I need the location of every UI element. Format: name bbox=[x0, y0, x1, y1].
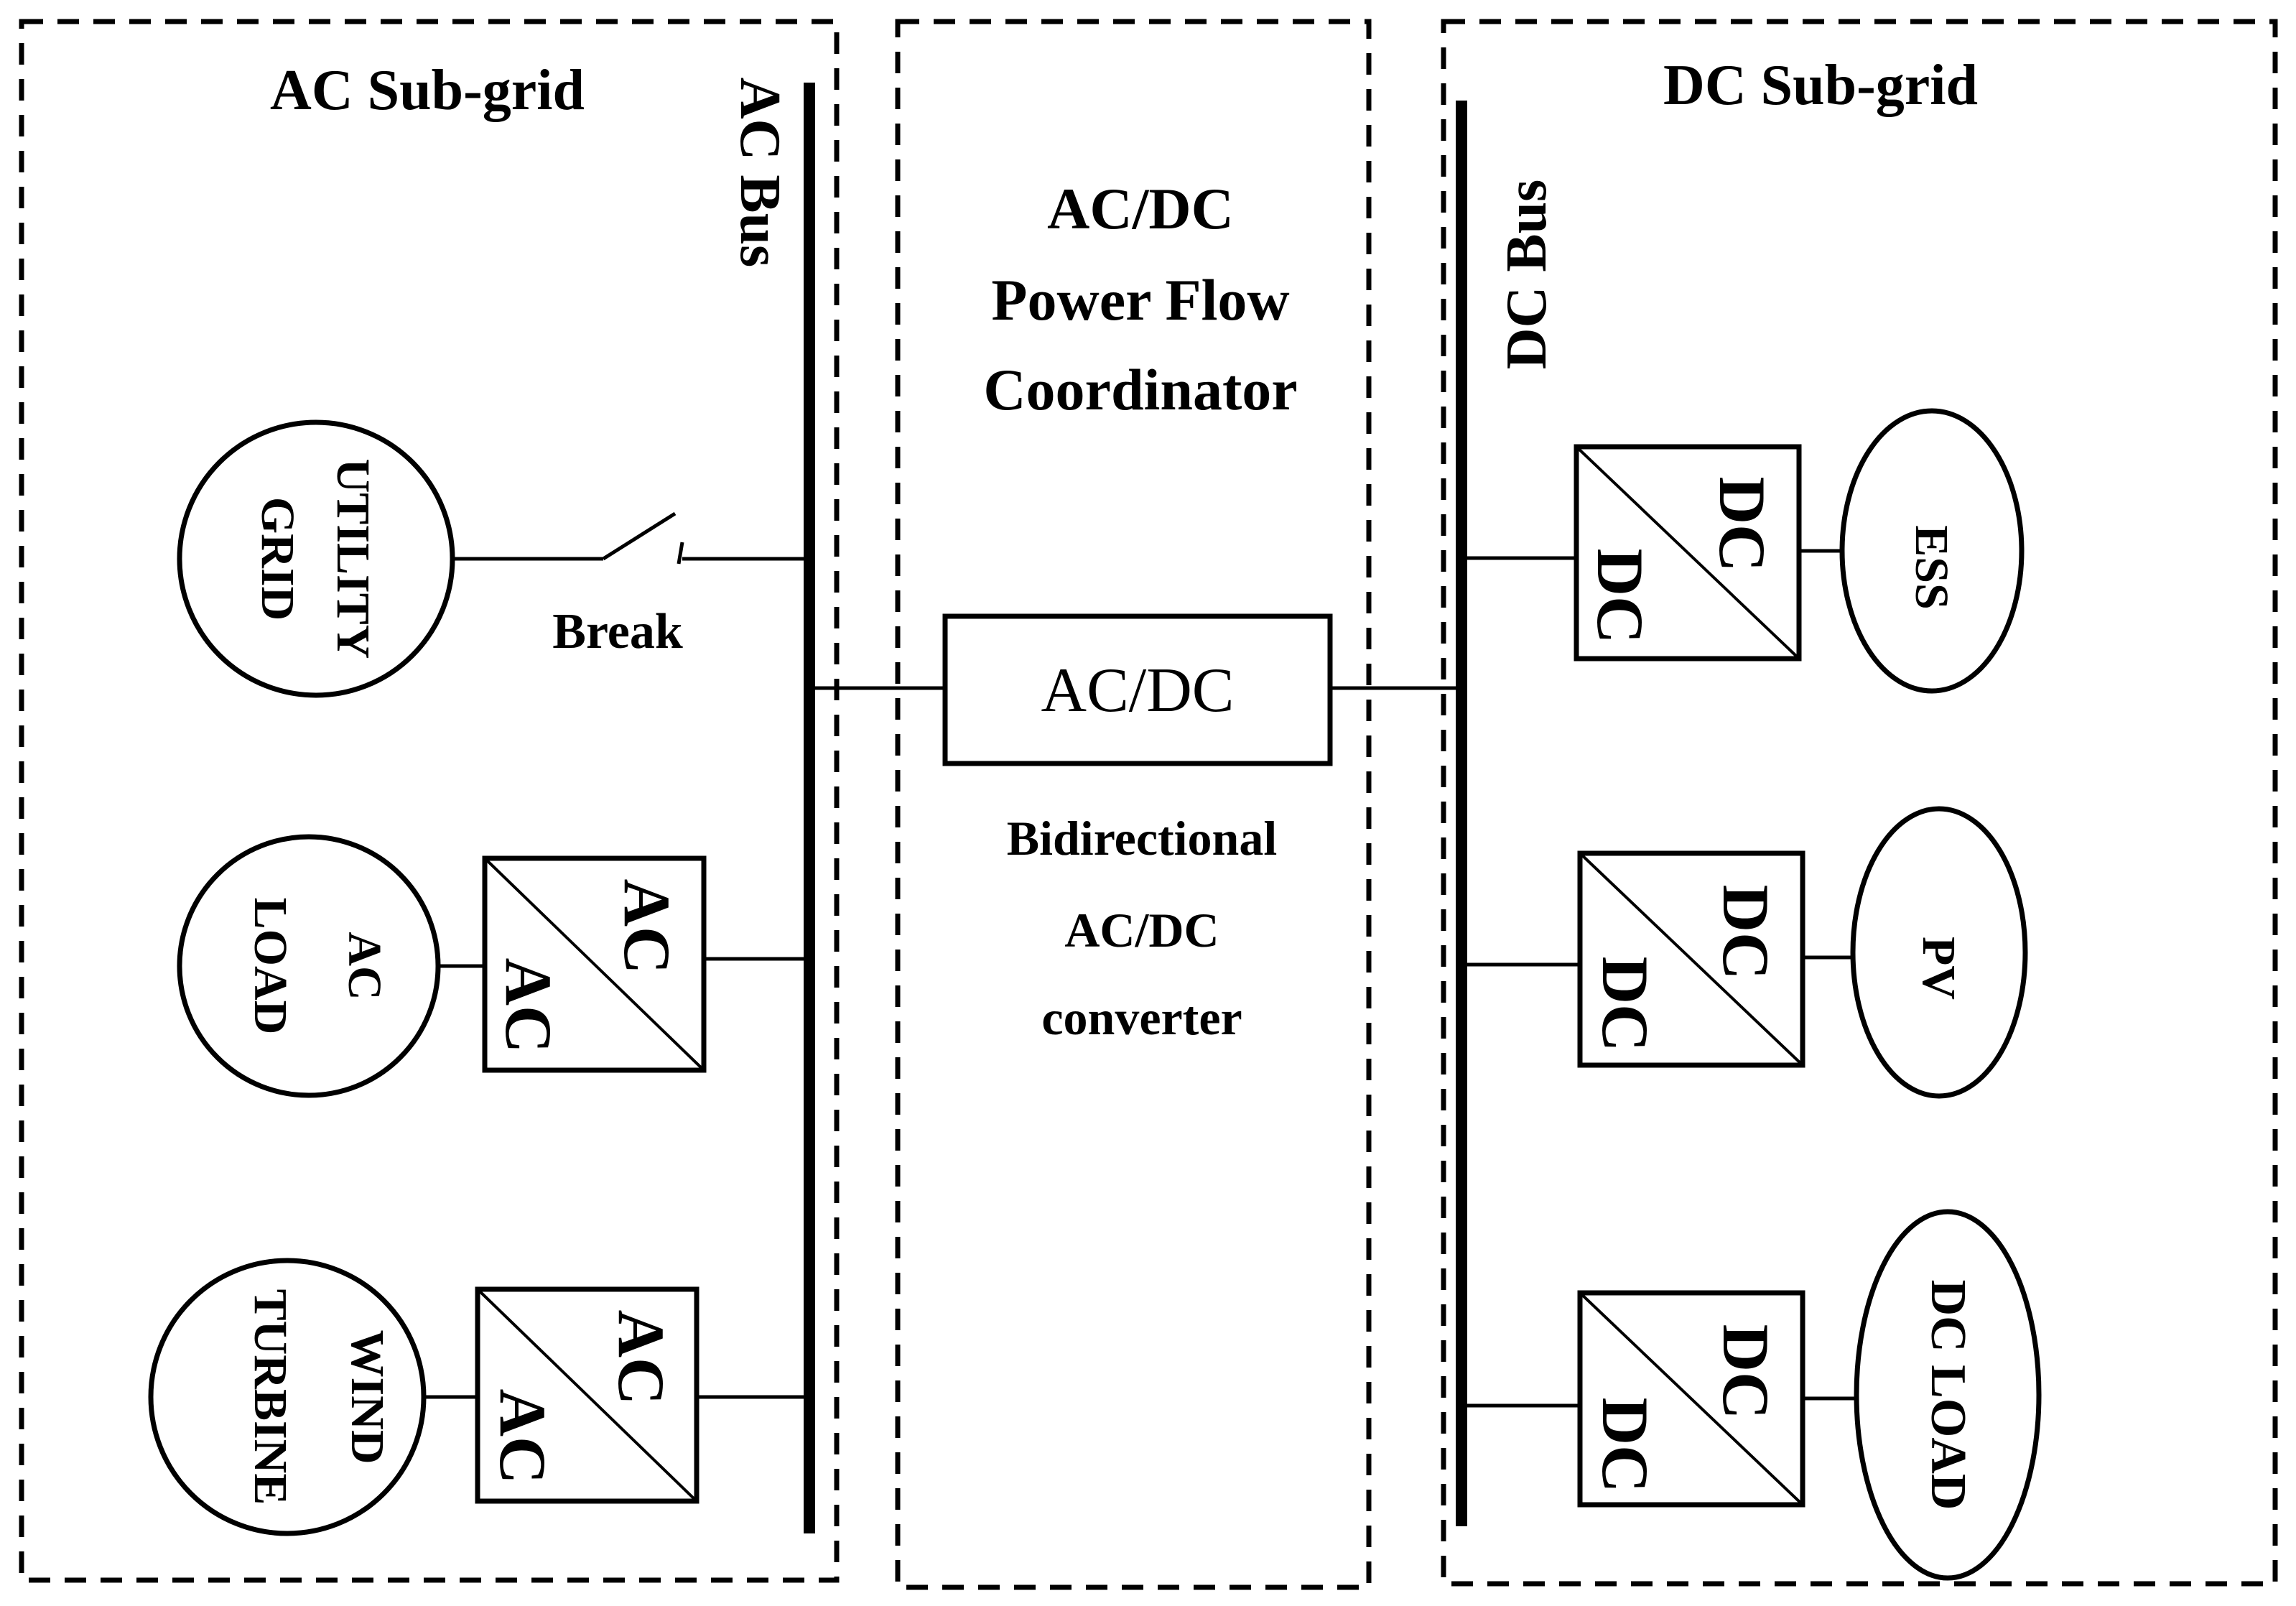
ac-load-converter-top: AC bbox=[610, 879, 684, 975]
ac-load-line1: AC bbox=[338, 932, 391, 1000]
dc-subgrid-region bbox=[1441, 19, 2278, 1587]
coordinator-title-line2: Power Flow bbox=[991, 267, 1289, 333]
ac-load-converter-diagonal bbox=[483, 857, 705, 1072]
dc-bus-label: DC Bus bbox=[1495, 180, 1558, 370]
utility-grid-line1: UTILITY bbox=[327, 459, 379, 659]
wind-converter-diagonal bbox=[476, 1288, 698, 1503]
ac-subgrid-region bbox=[19, 19, 840, 1583]
breaker-blade bbox=[602, 511, 677, 561]
ac-load-converter-bottom: AC bbox=[492, 958, 565, 1054]
ess-converter-diagonal bbox=[1575, 445, 1800, 660]
ac-load-line2: LOAD bbox=[244, 898, 297, 1035]
ess-converter-top: DC bbox=[1706, 477, 1779, 572]
dc-load-converter-top: DC bbox=[1709, 1324, 1783, 1420]
ac-load-converter-box bbox=[482, 855, 707, 1073]
dc-load-label: DC LOAD bbox=[1920, 1280, 1976, 1510]
ess-ellipse bbox=[1839, 408, 2025, 694]
wind-turbine-line1: WIND bbox=[341, 1329, 394, 1464]
pv-converter-bottom: DC bbox=[1589, 957, 1662, 1052]
ac-bus-label: AC Bus bbox=[728, 78, 791, 268]
dc-load-converter-bottom: DC bbox=[1589, 1398, 1662, 1493]
utility-grid-line2: GRID bbox=[251, 497, 304, 621]
converter-caption-line2: AC/DC bbox=[1064, 903, 1219, 957]
ess-label: ESS bbox=[1905, 525, 1958, 609]
pv-ellipse bbox=[1850, 806, 2028, 1099]
coordinator-title-line1: AC/DC bbox=[1047, 176, 1234, 241]
converter-caption-line1: Bidirectional bbox=[1007, 811, 1278, 865]
dc-load-ellipse bbox=[1854, 1209, 2042, 1581]
dc-load-converter-diagonal bbox=[1579, 1291, 1804, 1506]
coordinator-title-line3: Coordinator bbox=[983, 357, 1297, 422]
converter-caption-line3: converter bbox=[1041, 990, 1242, 1045]
dc-subgrid-title: DC Sub-grid bbox=[1663, 54, 1978, 117]
pv-converter-top: DC bbox=[1709, 885, 1783, 980]
wind-turbine-line2: TURBINE bbox=[244, 1289, 297, 1505]
breaker-contact bbox=[677, 542, 684, 565]
ac-subgrid-title: AC Sub-grid bbox=[270, 59, 585, 122]
coordinator-region bbox=[895, 19, 1372, 1590]
ac-load-circle bbox=[177, 834, 441, 1098]
pv-converter-diagonal bbox=[1579, 852, 1804, 1067]
pv-label: PV bbox=[1912, 937, 1965, 1000]
utility-grid-circle bbox=[177, 419, 455, 698]
ess-converter-bottom: DC bbox=[1584, 549, 1657, 644]
wind-converter-bottom: AC bbox=[486, 1389, 559, 1485]
bidirectional-converter-label: AC/DC bbox=[1041, 656, 1235, 725]
breaker-label: Break bbox=[552, 604, 683, 659]
wind-converter-top: AC bbox=[605, 1310, 678, 1406]
